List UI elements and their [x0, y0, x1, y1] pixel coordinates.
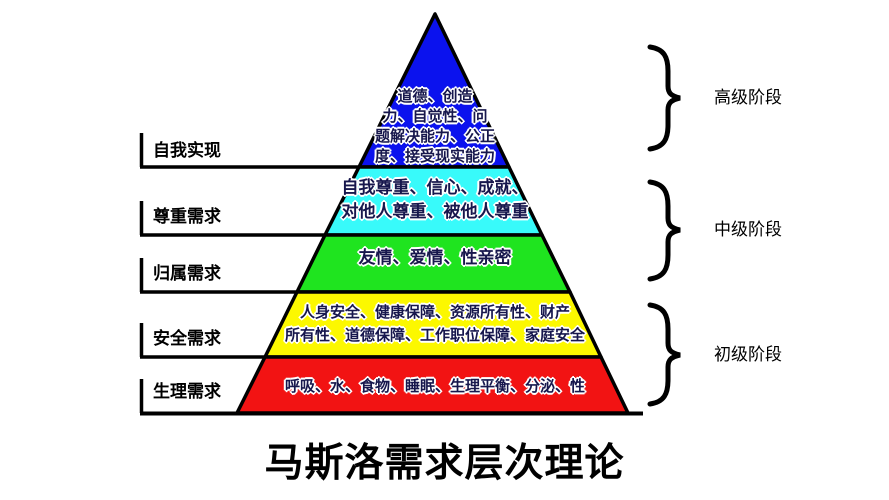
side-label-self-actualization: 自我实现	[153, 141, 221, 161]
level-content-line: 对他人尊重、被他人尊重	[341, 202, 529, 222]
side-label-physiological: 生理需求	[153, 382, 221, 402]
level-content-belonging: 友情、爱情、性亲密	[185, 247, 685, 269]
side-label-esteem: 尊重需求	[153, 207, 221, 227]
side-label-belonging: 归属需求	[153, 264, 221, 284]
brace-icon-middle-stage	[647, 179, 681, 282]
level-content-line: 题解决能力、公正	[374, 127, 495, 145]
stage-label-middle: 中级阶段	[714, 220, 782, 240]
level-content-line: 力、自觉性、问	[382, 107, 488, 125]
level-content-esteem: 自我尊重、信心、成就、 对他人尊重、被他人尊重	[185, 176, 685, 224]
level-content-line: 自我尊重、信心、成就、	[341, 178, 529, 198]
level-content-line: 友情、爱情、性亲密	[358, 248, 512, 268]
level-content-line: 道德、创造	[397, 87, 473, 105]
level-content-line: 所有性、道德保障、工作职位保障、家庭安全	[284, 326, 585, 344]
level-content-line: 人身安全、健康保障、资源所有性、财产	[299, 303, 570, 321]
level-content-physiological: 呼吸、水、食物、睡眠、生理平衡、分泌、性	[185, 375, 685, 397]
stage-label-high: 高级阶段	[714, 88, 782, 108]
brace-icon-primary-stage	[647, 302, 681, 407]
pyramid-level-shape-physiological	[235, 355, 630, 415]
level-content-safety: 人身安全、健康保障、资源所有性、财产 所有性、道德保障、工作职位保障、家庭安全	[185, 301, 685, 347]
diagram-title: 马斯洛需求层次理论	[264, 441, 625, 486]
level-content-line: 呼吸、水、食物、睡眠、生理平衡、分泌、性	[284, 377, 585, 395]
level-content-self-actualization: 道德、创造 力、自觉性、问 题解决能力、公正 度、接受现实能力	[185, 86, 685, 166]
stage-label-primary: 初级阶段	[714, 345, 782, 365]
level-content-line: 度、接受现实能力	[374, 147, 495, 165]
side-label-safety: 安全需求	[153, 329, 221, 349]
brace-icon-high-stage	[647, 44, 681, 152]
